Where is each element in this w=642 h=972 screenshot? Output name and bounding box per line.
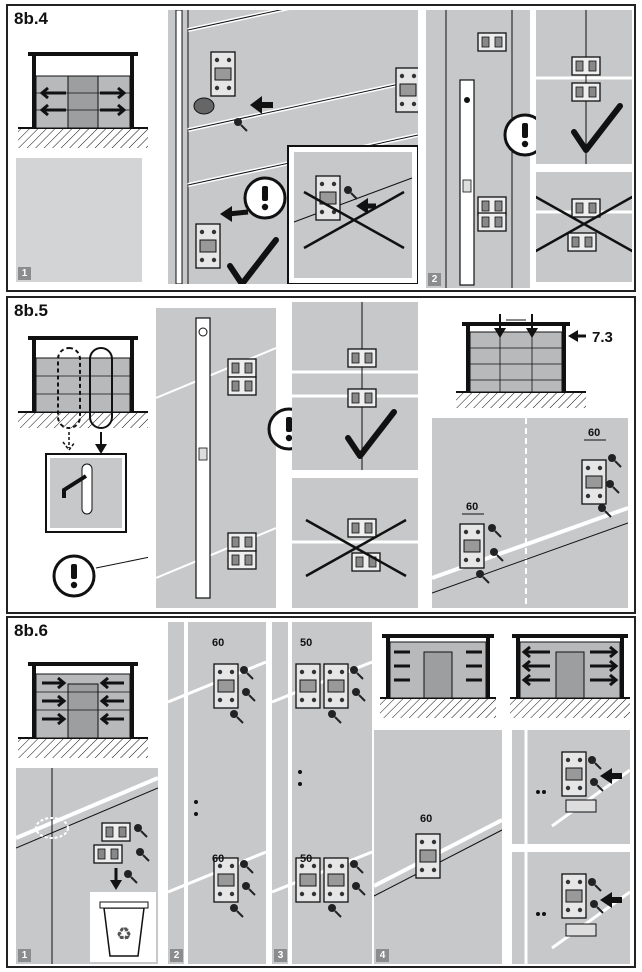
section-8b5: 8b.5 [6,296,636,614]
reference-label: 7.3 [592,329,613,346]
final-tighten-panel-bottom [512,852,630,964]
distance-label: 50 [300,637,312,649]
door-overview-diagram [18,52,148,148]
distance-label: 60 [466,501,478,513]
section-title: 8b.6 [14,621,49,640]
distance-label: 60 [588,427,600,439]
step-badge: 1 [18,267,31,280]
step-1-remove-panel: ♻ 1 [16,768,158,964]
step-3-panel: 50 50 3 [272,622,372,964]
wrong-alignment-panel [292,478,418,608]
distance-label: 60 [212,853,224,865]
wrong-alignment-panel [536,172,632,282]
final-tighten-panel-top [512,730,630,844]
door-overview-diagram [18,662,148,758]
level-panel [156,308,276,608]
distance-label: 50 [300,853,312,865]
step-badge: 2 [428,273,441,286]
door-handle-diagram [18,336,148,598]
step-badge: 2 [170,949,183,962]
step-2-panel: 60 60 2 [168,622,266,964]
step-4-panel: 60 4 [374,730,502,964]
step-1-panel-left: 1 [16,158,142,282]
door-overview-diagram [380,634,496,718]
section-8b6: 8b.6 ♻ 1 [6,616,636,968]
door-overview-diagram: 7.3 [456,314,613,408]
fitting-distance-panel: 60 60 [432,418,628,608]
correct-alignment-panel [292,302,418,470]
step-badge: 3 [274,949,287,962]
section-title: 8b.4 [14,9,49,28]
section-8b4: 8b.4 1 [6,4,636,292]
svg-text:♻: ♻ [116,924,132,945]
distance-label: 60 [212,637,224,649]
distance-label: 60 [420,813,432,825]
correct-alignment-panel [536,10,632,164]
hinge-detail-panel [168,10,418,284]
step-badge: 4 [376,949,389,962]
section-title: 8b.5 [14,301,49,320]
step-badge: 1 [18,949,31,962]
door-overview-diagram [510,634,630,718]
